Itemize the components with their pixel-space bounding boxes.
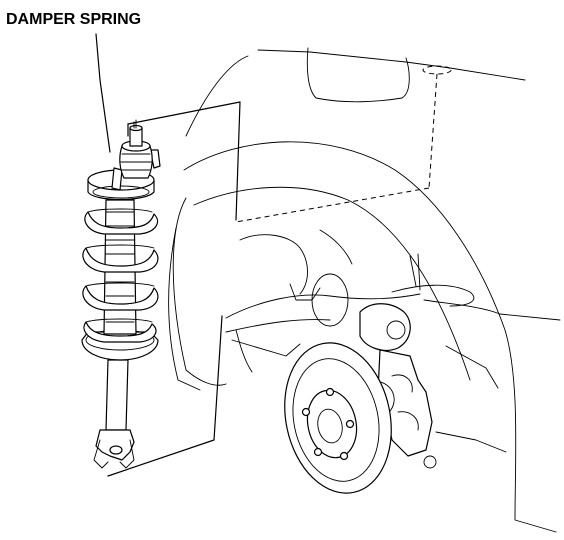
damper-spring-assembly [81, 119, 161, 469]
damper-spring-leader-line [95, 33, 111, 153]
subframe-and-arms [225, 229, 561, 453]
damper-spring-label: DAMPER SPRING [6, 11, 141, 28]
brake-disc [284, 342, 392, 494]
vehicle-body [107, 47, 557, 533]
